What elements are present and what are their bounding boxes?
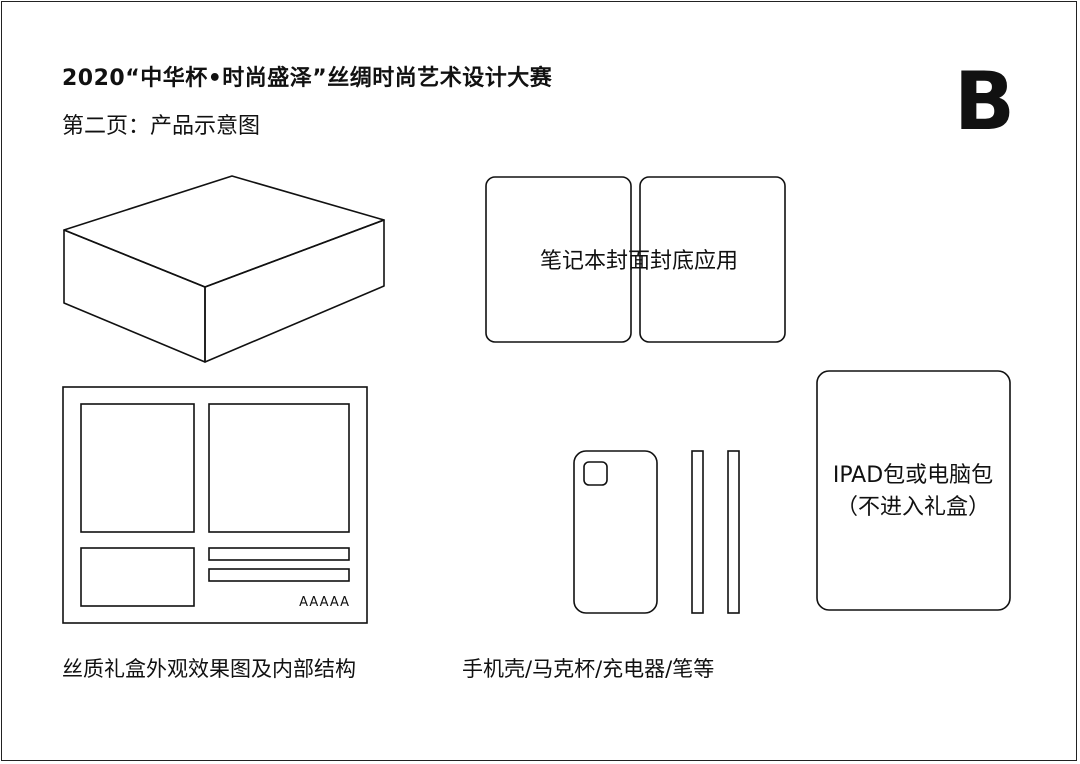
accessories-caption: 手机壳/马克杯/充电器/笔等 <box>462 657 715 681</box>
notebook-diagram <box>485 176 786 343</box>
gift-box-interior <box>62 386 368 624</box>
pen-right <box>727 450 740 614</box>
accessories-diagram <box>573 450 740 614</box>
gift-box-right-face <box>204 219 385 363</box>
pen-left <box>691 450 704 614</box>
compartment-top-right <box>208 403 350 533</box>
phone-camera-icon <box>583 461 608 486</box>
phone-case <box>573 450 658 614</box>
compartment-top-left <box>80 403 195 533</box>
interior-brand-text: AAAAA <box>299 595 350 610</box>
compartment-bottom-left <box>80 547 195 607</box>
version-letter: B <box>954 55 1015 148</box>
gift-box-3d <box>63 175 385 363</box>
ipad-bag-label-line1: IPAD包或电脑包 <box>833 463 993 488</box>
gift-box-left-face <box>63 229 206 363</box>
page-title: 2020“中华杯•时尚盛泽”丝绸时尚艺术设计大赛 <box>62 66 553 91</box>
notebook-label: 笔记本封面封底应用 <box>540 249 738 274</box>
notebook-front-cover <box>639 176 786 343</box>
ipad-bag-label-line2: （不进入礼盒） <box>836 495 990 520</box>
gift-box-caption: 丝质礼盒外观效果图及内部结构 <box>62 657 356 681</box>
notebook-back-cover <box>485 176 632 343</box>
interior-outline <box>62 386 368 624</box>
ipad-bag <box>816 370 1011 611</box>
slot-upper <box>208 547 350 561</box>
gift-box-top-face <box>63 175 385 288</box>
page-subtitle: 第二页：产品示意图 <box>62 114 261 139</box>
slot-lower <box>208 568 350 582</box>
